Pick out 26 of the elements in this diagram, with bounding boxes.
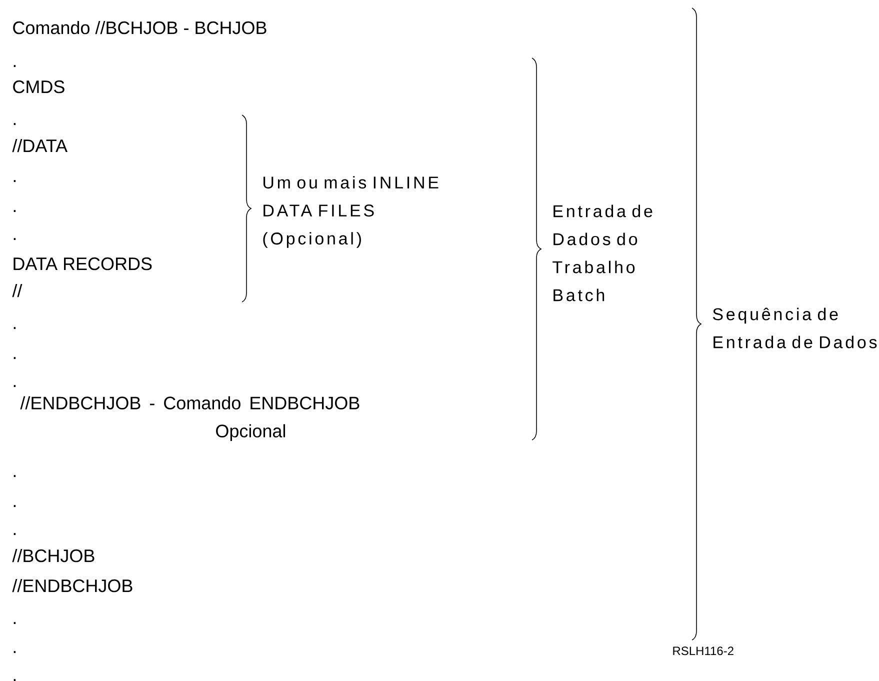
- brace-label: Um ou mais INLINE DATA FILES (Opcional): [263, 176, 438, 248]
- text-line: //DATA: [12, 138, 68, 152]
- text-line: .: [14, 622, 16, 624]
- text-line: .: [14, 385, 16, 387]
- text-line: DATA RECORDS: [14, 257, 152, 270]
- text-line: .: [14, 180, 16, 182]
- text-line: .: [14, 651, 16, 653]
- text-line: //: [12, 284, 22, 298]
- brace-label: Entrada de Dados do Trabalho Batch: [552, 204, 652, 302]
- text-line: .: [14, 238, 16, 240]
- text-line: Comando //BCHJOB - BCHJOB: [13, 20, 266, 34]
- text-line: .: [14, 505, 16, 507]
- text-line: //BCHJOB: [12, 548, 94, 562]
- text-line: .: [14, 357, 16, 359]
- text-line: .: [14, 679, 16, 681]
- text-line: .: [14, 327, 16, 329]
- text-line: .: [14, 65, 16, 67]
- figure-id: RSLH116-2: [673, 646, 734, 656]
- text-line: .: [14, 533, 16, 535]
- text-line: //ENDBCHJOB: [12, 578, 132, 592]
- text-line: //ENDBCHJOB - Comando ENDBCHJOB Opcional: [20, 396, 360, 441]
- text-line: CMDS: [13, 80, 64, 94]
- text-line: .: [14, 210, 16, 212]
- brace-label: Sequência de Entrada de Dados: [712, 308, 877, 348]
- text-line: .: [14, 475, 16, 477]
- text-line: .: [14, 123, 16, 125]
